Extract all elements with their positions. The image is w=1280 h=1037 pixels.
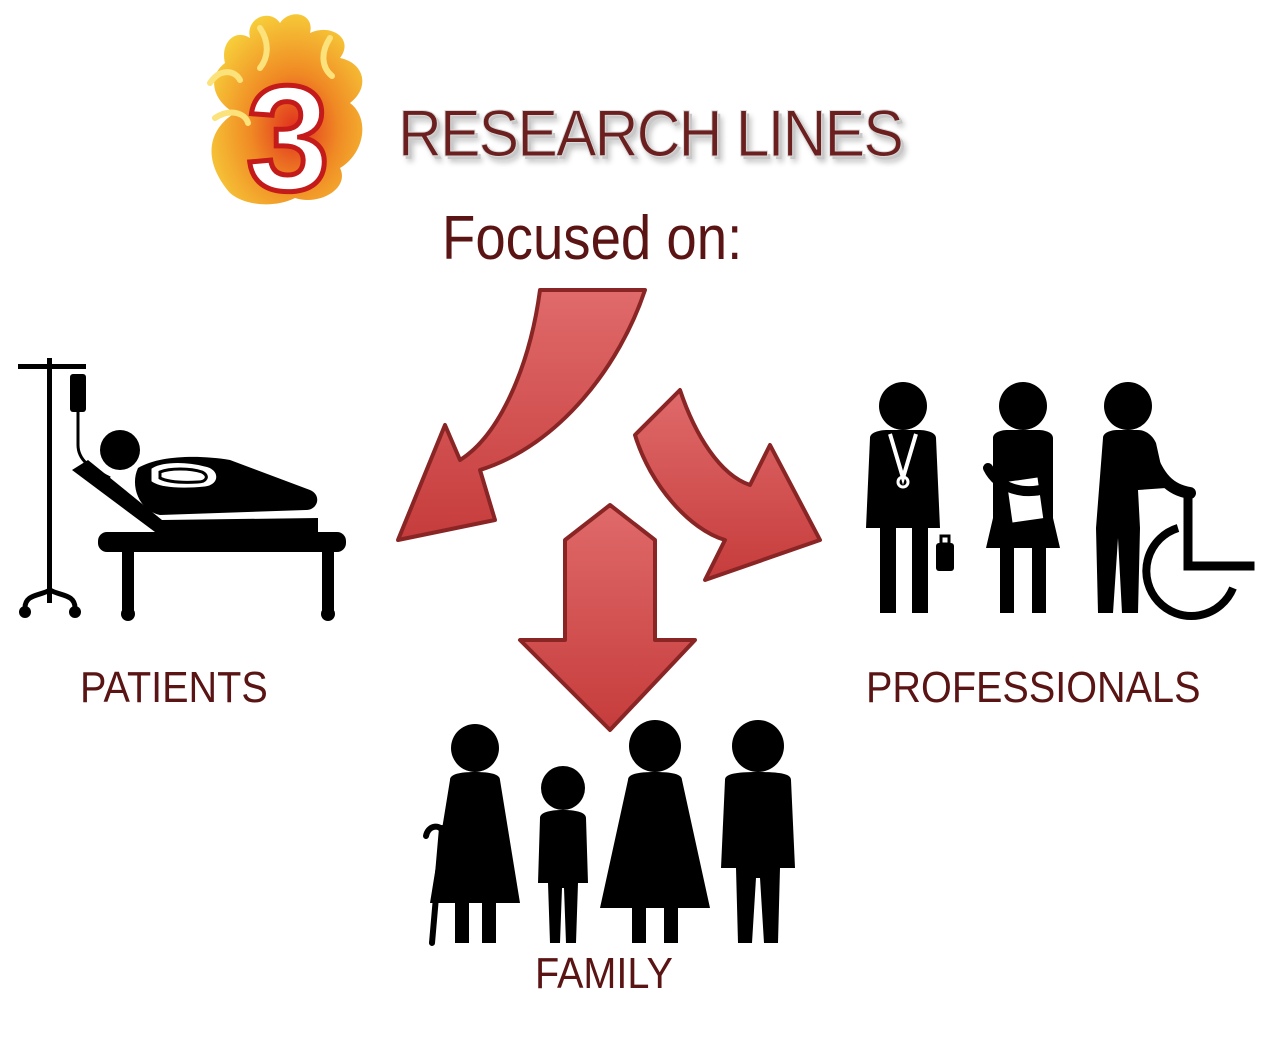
patient-bed-icon (18, 358, 346, 621)
label-professionals: PROFESSIONALS (866, 663, 1201, 712)
page-subtitle: Focused on: (442, 204, 743, 273)
page-title: RESEARCH LINES (398, 96, 905, 170)
logo-numeral: 3 (246, 54, 329, 208)
arrow-to-family (518, 503, 697, 732)
flame-3-logo: 3 (207, 14, 363, 208)
branching-arrows (396, 288, 822, 732)
family-icon (423, 720, 795, 946)
label-patients: PATIENTS (80, 663, 268, 712)
arrow-to-professionals (633, 388, 822, 582)
healthcare-professionals-icon (866, 382, 1255, 620)
arrow-to-patients (396, 288, 647, 542)
label-family: FAMILY (535, 949, 673, 998)
